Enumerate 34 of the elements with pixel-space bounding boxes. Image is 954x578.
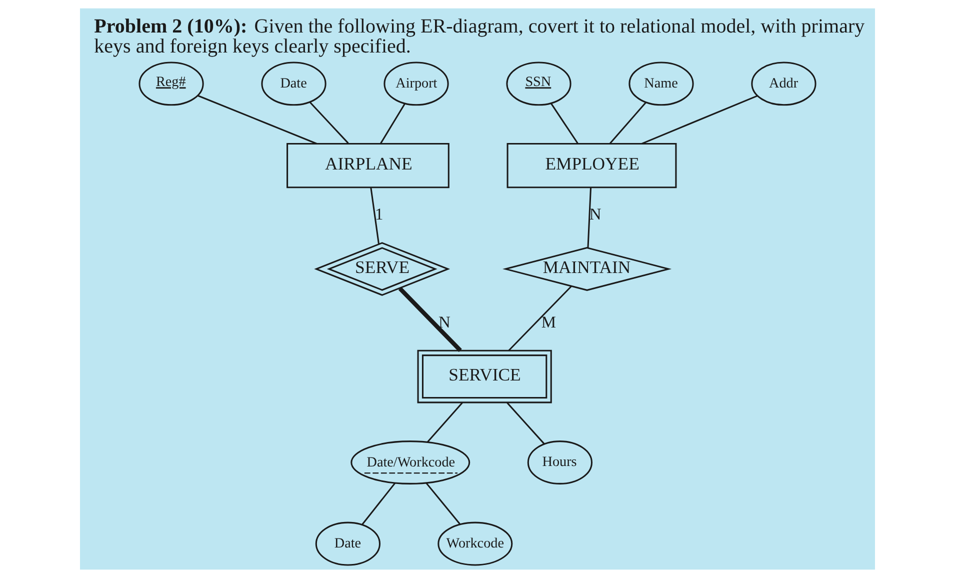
- node-box: AIRPLANE: [286, 143, 449, 188]
- connector: [586, 188, 592, 248]
- node-ellipse: Date: [260, 62, 326, 106]
- node-ellipse: Hours: [526, 440, 592, 484]
- node-ellipse: Reg#: [138, 62, 204, 106]
- connector: [609, 102, 646, 144]
- edge-label: 1: [374, 204, 383, 224]
- connector: [197, 94, 317, 144]
- connector: [426, 402, 462, 442]
- connector: [380, 103, 405, 144]
- edge-label: M: [540, 312, 556, 332]
- connector: [508, 286, 572, 352]
- connector: [425, 482, 460, 524]
- node-box: EMPLOYEE: [506, 143, 676, 188]
- node-ellipse: SSN: [506, 62, 571, 106]
- node-ellipse: Date: [314, 522, 380, 566]
- node-ellipse: Workcode: [437, 522, 512, 566]
- connector: [550, 102, 578, 144]
- edge-label: N: [588, 204, 601, 224]
- connector: [640, 95, 758, 144]
- connector: [506, 402, 544, 444]
- connector: [361, 482, 396, 525]
- node-ellipse: Date/Workcode: [350, 440, 470, 484]
- connector: [370, 188, 380, 244]
- diagram-title: Problem 2 (10%): Given the following ER-diagram, covert it to relational model, with primary keys and foreign keys clearly specified.: [94, 16, 864, 58]
- connector: [308, 102, 348, 144]
- connector: [398, 287, 462, 352]
- node-ellipse: Name: [628, 62, 694, 106]
- node-ellipse: Airport: [383, 62, 448, 106]
- edge-label: N: [438, 312, 450, 332]
- node-box: SERVICE: [416, 350, 552, 404]
- node-diamond: MAINTAIN: [502, 246, 672, 291]
- node-diamond: SERVE: [314, 242, 450, 296]
- node-ellipse: Addr: [750, 62, 816, 106]
